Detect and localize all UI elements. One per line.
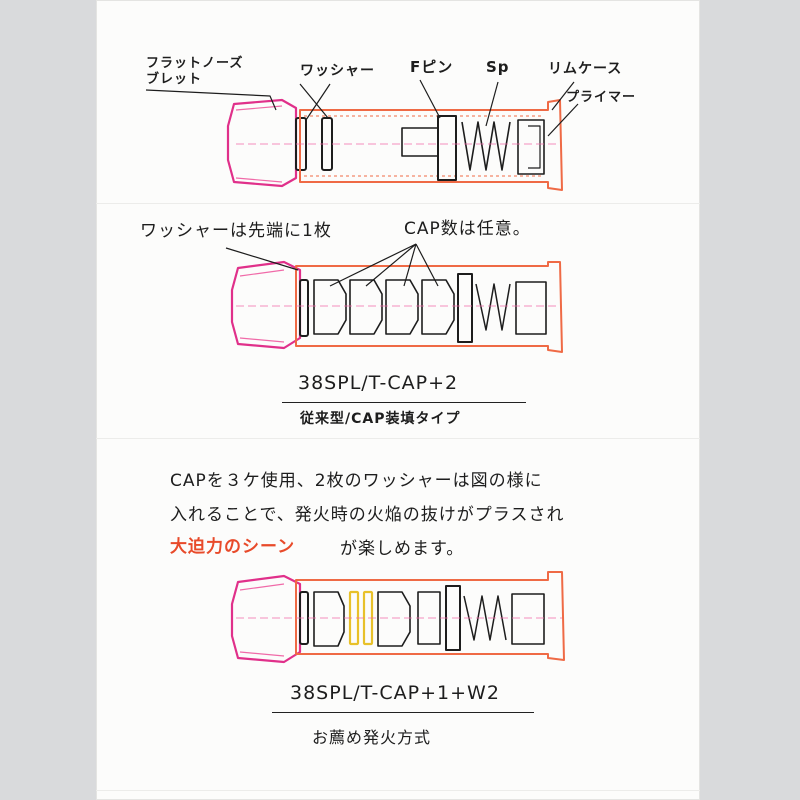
label-firing-pin: Fピン [410, 58, 454, 76]
description-line-1: CAPを３ケ使用、2枚のワッシャーは図の様に [170, 471, 543, 491]
paper-sheet [96, 0, 700, 800]
label-spring: Sp [486, 58, 510, 76]
note-washer-front: ワッシャーは先端に1枚 [140, 221, 332, 241]
fold-line [96, 203, 700, 204]
label-flat-nose-bullet: フラットノーズ ブレット [146, 56, 244, 87]
label-rim-case: リムケース [548, 61, 623, 77]
cartridge-diagram-2 [225, 243, 563, 353]
description-highlight: 大迫力のシーン [170, 537, 296, 557]
label-primer: プライマー [566, 90, 637, 105]
subtitle-2: 従来型/CAP装填タイプ [300, 411, 461, 427]
model-name-2: 38SPL/T-CAP+2 [298, 372, 459, 394]
cartridge-diagram-3 [230, 571, 565, 664]
description-line-2: 入れることで、発火時の火焔の抜けがプラスされ [170, 505, 565, 525]
description-line-3: が楽しめます。 [340, 539, 465, 559]
fold-line [96, 438, 700, 439]
divider-line [272, 712, 534, 713]
subtitle-3: お薦め発火方式 [312, 728, 432, 747]
label-washer: ワッシャー [300, 63, 375, 79]
note-cap-count: CAP数は任意。 [404, 219, 531, 239]
fold-line [96, 790, 700, 791]
model-name-3: 38SPL/T-CAP+1+W2 [290, 682, 500, 704]
divider-line [282, 402, 526, 403]
cartridge-diagram-1 [145, 79, 579, 191]
